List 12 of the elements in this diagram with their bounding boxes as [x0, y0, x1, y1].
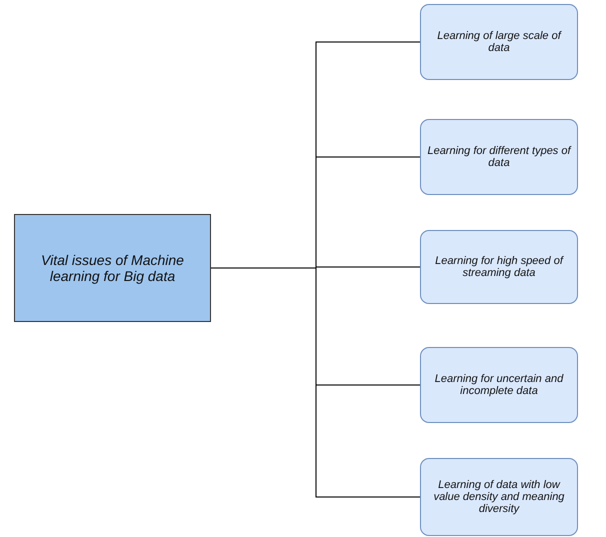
box-text: Learning of large scale of data	[436, 30, 563, 54]
issue-box	[420, 347, 578, 423]
issue-box	[420, 119, 578, 195]
box-text: Vital issues of Machine learning for Big data	[40, 252, 185, 284]
topic-box	[14, 214, 211, 322]
box-text: Learning for uncertain and incomplete data	[434, 373, 564, 397]
box-text: Learning of data with low value density and meaning diversity	[432, 479, 566, 515]
issue-box	[420, 458, 578, 536]
issue-box	[420, 4, 578, 80]
box-text: Learning for high speed of streaming data	[434, 255, 565, 279]
issue-box	[420, 230, 578, 304]
box-text: Learning for different types of data	[427, 145, 571, 169]
